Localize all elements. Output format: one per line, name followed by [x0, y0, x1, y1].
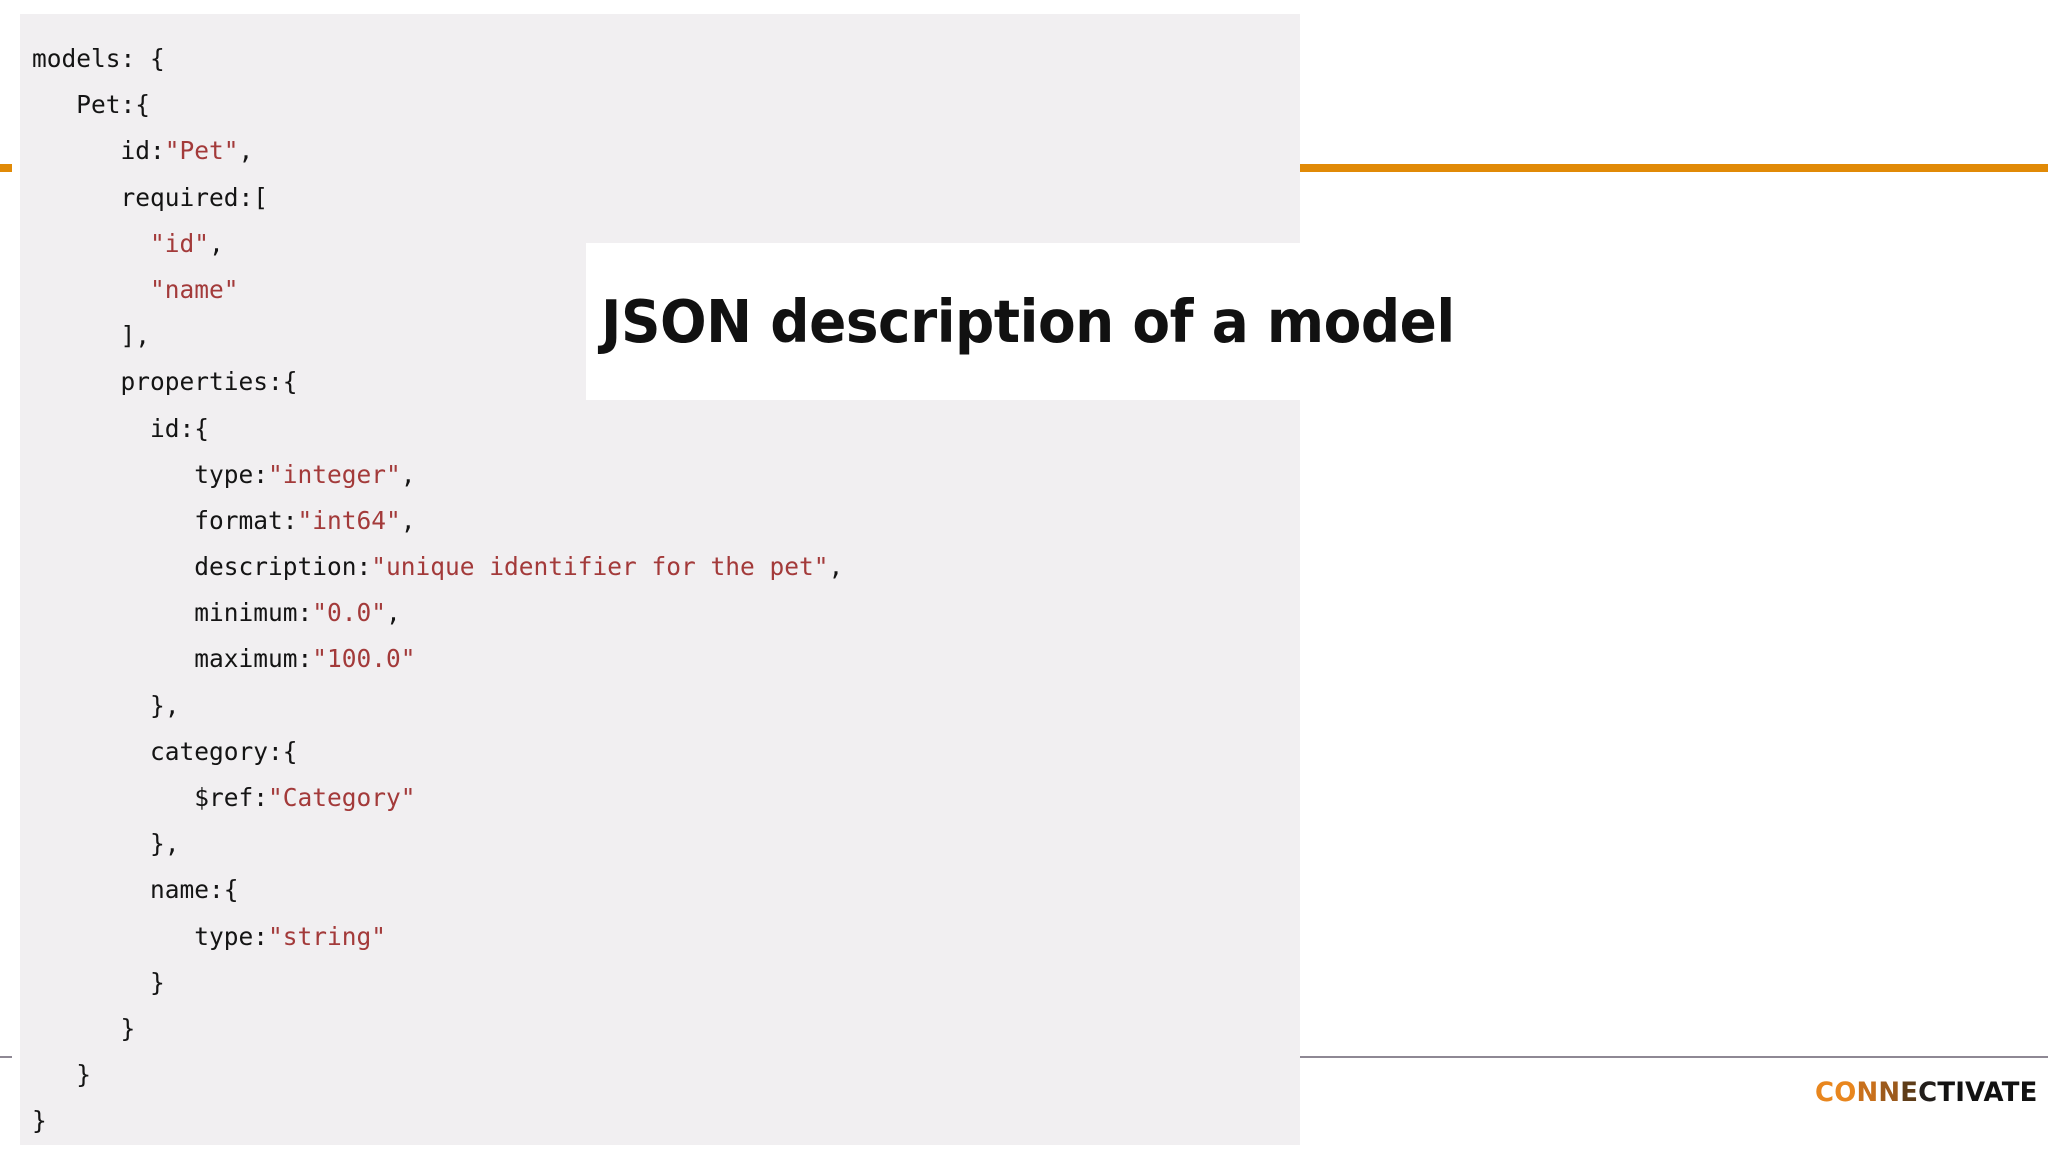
code-line: category:{: [32, 729, 1300, 775]
code-token-key: name:{: [32, 875, 239, 905]
code-token-key: [32, 229, 150, 258]
code-line: }: [32, 1052, 1300, 1098]
code-line: "name": [32, 267, 1300, 313]
gray-divider-rule-left-stub: [0, 1056, 12, 1058]
code-line: description:"unique identifier for the p…: [32, 544, 1300, 590]
gray-divider-rule: [1300, 1056, 2048, 1058]
brand-logo-letter: N: [1878, 1077, 1901, 1108]
code-token-punc: ,: [209, 228, 224, 258]
code-line: ],: [32, 313, 1300, 359]
page-title: JSON description of a model: [601, 287, 1455, 356]
code-token-punc: ,: [828, 552, 844, 582]
code-line: "id",: [32, 221, 1300, 267]
code-line: $ref:"Category": [32, 775, 1300, 821]
code-token-str: "100.0": [312, 644, 416, 674]
code-line: type:"integer",: [32, 452, 1300, 498]
code-token-key: maximum:: [32, 644, 313, 674]
code-token-str: "name": [150, 274, 239, 304]
code-token-str: "0.0": [312, 598, 387, 628]
code-line: }: [32, 960, 1300, 1006]
code-token-key: models: {: [32, 44, 165, 73]
code-token-key: properties:{: [32, 367, 298, 397]
code-token-str: "string": [268, 921, 387, 951]
code-token-key: }: [32, 1013, 136, 1043]
code-line: },: [32, 683, 1300, 729]
code-block: models: { Pet:{ id:"Pet", required:[ "id…: [32, 36, 1300, 1145]
code-token-str: "int64": [297, 505, 401, 535]
code-token-key: [32, 275, 150, 304]
brand-logo: CONNECTIVATE: [1815, 1077, 2038, 1108]
code-token-key: format:: [32, 505, 298, 535]
code-token-punc: ,: [400, 459, 416, 489]
code-token-punc: ,: [238, 136, 254, 166]
brand-logo-letter: C: [1815, 1077, 1835, 1108]
code-token-str: "integer": [268, 459, 401, 489]
brand-logo-letter: E: [1900, 1077, 1919, 1108]
code-panel: models: { Pet:{ id:"Pet", required:[ "id…: [20, 14, 1300, 1145]
code-token-str: "id": [150, 228, 210, 258]
code-line: minimum:"0.0",: [32, 590, 1300, 636]
code-token-key: ],: [32, 321, 151, 351]
code-line: id:{: [32, 406, 1300, 452]
brand-logo-letter: C: [1918, 1077, 1938, 1108]
code-token-key: $ref:: [32, 783, 269, 812]
title-card: JSON description of a model: [586, 243, 1455, 400]
code-line: maximum:"100.0": [32, 636, 1300, 682]
code-token-str: "Category": [268, 783, 416, 812]
code-token-key: },: [32, 690, 180, 720]
code-token-key: type:: [32, 921, 269, 951]
code-line: },: [32, 821, 1300, 867]
code-token-key: Pet:{: [32, 90, 151, 120]
code-token-punc: ,: [400, 505, 416, 535]
code-token-key: category:{: [32, 736, 298, 766]
code-token-punc: ,: [386, 598, 401, 628]
code-token-key: }: [32, 1060, 92, 1090]
code-line: name:{: [32, 867, 1300, 913]
code-token-str: "unique identifier for the pet": [371, 552, 829, 582]
code-line: }: [32, 1098, 1300, 1144]
code-token-key: minimum:: [32, 598, 313, 628]
orange-accent-rule-left-stub: [0, 164, 12, 172]
code-token-key: required:[: [32, 182, 269, 212]
code-line: id:"Pet",: [32, 128, 1300, 174]
code-token-key: }: [32, 1106, 47, 1136]
code-line: Pet:{: [32, 82, 1300, 128]
brand-logo-letter: N: [1856, 1077, 1879, 1108]
orange-accent-rule: [1300, 164, 2048, 172]
code-line: properties:{: [32, 359, 1300, 405]
code-token-key: },: [32, 829, 180, 859]
code-token-key: id:: [32, 136, 165, 166]
code-line: required:[: [32, 175, 1300, 221]
brand-logo-letter: TIVATE: [1937, 1077, 2038, 1108]
code-token-key: id:{: [32, 413, 210, 443]
code-line: models: {: [32, 36, 1300, 82]
brand-logo-letter: O: [1834, 1077, 1857, 1108]
code-token-key: }: [32, 967, 165, 997]
code-line: format:"int64",: [32, 498, 1300, 544]
code-token-key: type:: [32, 459, 269, 489]
code-line: type:"string": [32, 914, 1300, 960]
code-token-key: description:: [32, 552, 372, 582]
code-token-str: "Pet": [164, 136, 239, 166]
code-line: }: [32, 1006, 1300, 1052]
